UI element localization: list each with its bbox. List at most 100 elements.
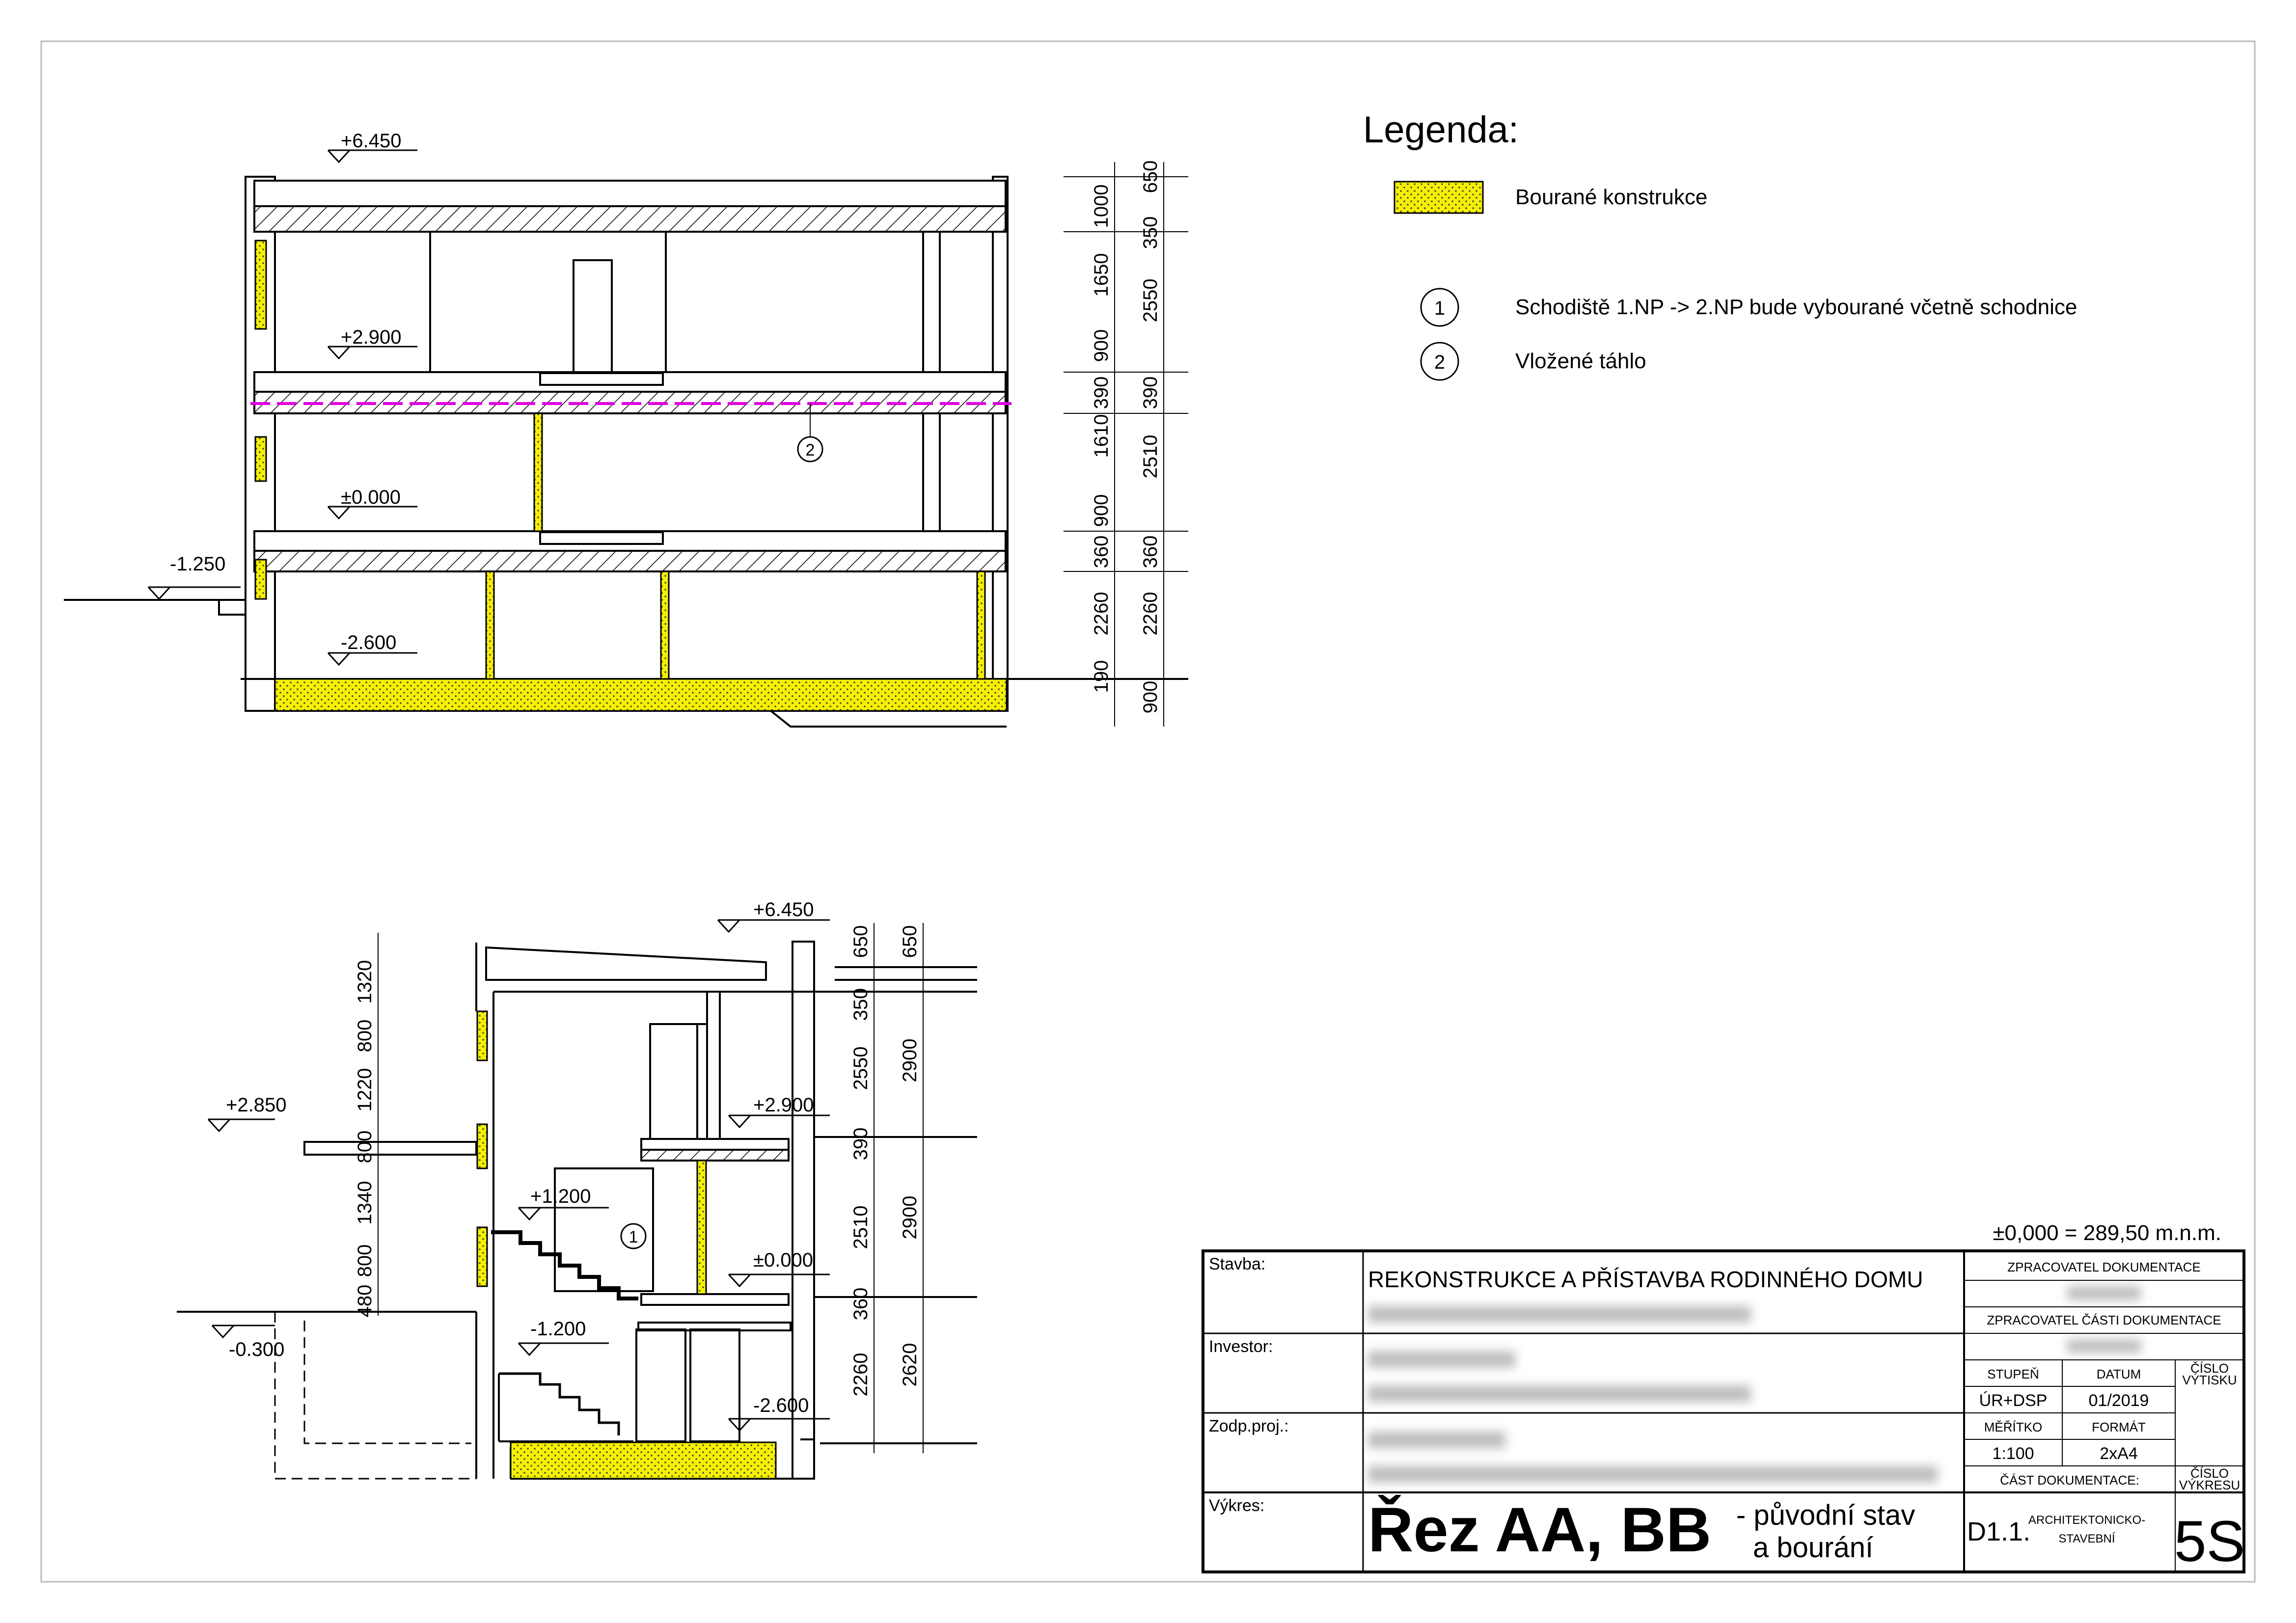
tb-zodp-label: Zodp.proj.: bbox=[1209, 1417, 1289, 1435]
bb-level-2600: -2.600 bbox=[753, 1395, 809, 1416]
bb-dims-left: 1320 800 1220 800 1340 800 480 bbox=[354, 960, 376, 1318]
tb-vykres-label: Výkres: bbox=[1209, 1496, 1264, 1515]
tb-zpracovatel-casti-redacted bbox=[2067, 1339, 2141, 1353]
legend-note-1-circle bbox=[1420, 288, 1459, 327]
aa-dim: 350 bbox=[1140, 216, 1161, 249]
bb-dims-mid: 650 350 2550 390 2510 360 2260 bbox=[850, 925, 872, 1397]
aa-dim: 1610 bbox=[1091, 414, 1112, 458]
legend-demolished-swatch bbox=[1394, 181, 1484, 214]
tb-cast-dok-label: ČÁST DOKUMENTACE: bbox=[2000, 1473, 2139, 1488]
tb-zpracovatel-casti: ZPRACOVATEL ČÁSTI DOKUMENTACE bbox=[1987, 1313, 2221, 1327]
section-bb-dashed bbox=[274, 1312, 476, 1480]
tb-investor-label: Investor: bbox=[1209, 1337, 1273, 1356]
legend-demolished-label: Bourané konstrukce bbox=[1515, 185, 1707, 209]
aa-dim: 1000 bbox=[1091, 185, 1112, 228]
tb-stavba-address-redacted bbox=[1368, 1306, 1751, 1323]
aa-dim: 390 bbox=[1091, 377, 1112, 409]
aa-level-2900: +2.900 bbox=[341, 326, 401, 348]
section-bb-demolished bbox=[476, 1010, 777, 1480]
bb-dim: 1320 bbox=[354, 960, 376, 1004]
aa-level-top: +6.450 bbox=[341, 130, 401, 152]
legend-note-2-text: Vložené táhlo bbox=[1515, 349, 1646, 373]
bb-dim: 1340 bbox=[354, 1181, 376, 1225]
bb-dim: 2510 bbox=[850, 1206, 872, 1249]
section-bb-level-marks bbox=[207, 919, 830, 1432]
bb-level-0300: -0.300 bbox=[229, 1339, 284, 1360]
sheet-border bbox=[40, 40, 2256, 1583]
tb-meritko-label: MĚŘÍTKO bbox=[1984, 1420, 2042, 1434]
bb-dim: 350 bbox=[850, 988, 872, 1021]
marker-1-circle bbox=[620, 1223, 647, 1249]
bb-dim: 650 bbox=[899, 925, 921, 958]
tb-meritko-value: 1:100 bbox=[1992, 1444, 2034, 1463]
tb-format-label: FORMÁT bbox=[2092, 1420, 2146, 1434]
section-aa-demolished bbox=[254, 240, 1008, 712]
aa-dim: 2260 bbox=[1091, 592, 1112, 636]
bb-dim: 390 bbox=[850, 1128, 872, 1161]
bb-level-m1200: -1.200 bbox=[530, 1318, 586, 1340]
bb-dim: 650 bbox=[850, 925, 872, 958]
bb-dim: 1220 bbox=[354, 1068, 376, 1112]
tb-part-name-1: ARCHITEKTONICKO- bbox=[2028, 1514, 2145, 1527]
aa-dims-inner: 1000 1650 900 390 1610 900 360 2260 190 bbox=[1091, 185, 1112, 693]
aa-dim: 190 bbox=[1091, 660, 1112, 693]
title-block-frame bbox=[1202, 1249, 2245, 1573]
section-aa bbox=[64, 176, 1188, 728]
tb-part-code: D1.1. bbox=[1967, 1517, 2030, 1546]
bb-dim: 800 bbox=[354, 1131, 376, 1163]
bb-level-top: +6.450 bbox=[753, 899, 814, 920]
datum-note: ±0,000 = 289,50 m.n.m. bbox=[1993, 1221, 2221, 1245]
tb-investor-redacted-1 bbox=[1368, 1351, 1515, 1368]
tb-cislo-vytisku-2: VÝTISKU bbox=[2182, 1373, 2237, 1387]
aa-dim: 360 bbox=[1140, 536, 1161, 568]
aa-dim: 900 bbox=[1091, 494, 1112, 527]
tb-stavba-label: Stavba: bbox=[1209, 1255, 1265, 1273]
legend-note-2-circle bbox=[1420, 342, 1459, 381]
aa-dim: 2550 bbox=[1140, 279, 1161, 323]
aa-dim: 1650 bbox=[1091, 253, 1112, 297]
bb-dim: 2900 bbox=[899, 1039, 921, 1082]
bb-dim: 2900 bbox=[899, 1196, 921, 1240]
bb-dim: 360 bbox=[850, 1288, 872, 1321]
bb-level-1200: +1.200 bbox=[530, 1186, 591, 1207]
tb-format-value: 2xA4 bbox=[2100, 1444, 2138, 1463]
aa-level-0: ±0.000 bbox=[341, 487, 401, 508]
aa-dim: 2510 bbox=[1140, 435, 1161, 479]
tb-datum-label: DATUM bbox=[2097, 1367, 2141, 1381]
tb-cislo-vytisku-1: ČÍSLO bbox=[2190, 1361, 2229, 1376]
tb-part-name-2: STAVEBNÍ bbox=[2058, 1532, 2115, 1545]
marker-2-label: 2 bbox=[806, 441, 815, 460]
tb-zpracovatel-dok-redacted bbox=[2067, 1286, 2141, 1300]
bb-dimension-lines bbox=[378, 923, 924, 1453]
section-aa-level-marks bbox=[147, 149, 417, 666]
tb-sheet-no: 5S bbox=[2174, 1509, 2245, 1574]
bb-dim: 800 bbox=[354, 1020, 376, 1053]
legend-note-1-num: 1 bbox=[1434, 298, 1445, 319]
aa-dim: 650 bbox=[1140, 161, 1161, 193]
aa-level-2600: -2.600 bbox=[341, 632, 396, 653]
bb-dim: 800 bbox=[354, 1244, 376, 1277]
tb-drawing-sub-1: - původní stav bbox=[1736, 1499, 1915, 1531]
tb-drawing-sub-2: a bourání bbox=[1753, 1532, 1873, 1564]
bb-level-2900: +2.900 bbox=[753, 1094, 814, 1116]
legend-title: Legenda: bbox=[1363, 109, 1519, 151]
aa-dim: 900 bbox=[1091, 329, 1112, 362]
tb-stupen-value: ÚR+DSP bbox=[1979, 1391, 2048, 1410]
tb-investor-redacted-2 bbox=[1368, 1385, 1751, 1402]
aa-dimension-lines bbox=[1064, 162, 1188, 727]
bb-level-2850: +2.850 bbox=[226, 1094, 286, 1116]
legend-note-2-num: 2 bbox=[1434, 352, 1445, 373]
aa-dim: 360 bbox=[1091, 536, 1112, 568]
bb-dims-right: 650 2900 2900 2620 bbox=[899, 925, 921, 1387]
aa-dim: 2260 bbox=[1140, 592, 1161, 636]
tb-zodp-redacted-1 bbox=[1368, 1432, 1505, 1448]
tb-cislo-vykresu-2: VÝKRESU bbox=[2179, 1478, 2240, 1492]
aa-dim: 390 bbox=[1140, 377, 1161, 409]
bb-dim: 2550 bbox=[850, 1047, 872, 1090]
tb-cislo-vykresu-1: ČÍSLO bbox=[2190, 1466, 2229, 1481]
tb-drawing-title: Řez AA, BB bbox=[1368, 1494, 1711, 1565]
aa-level-1250: -1.250 bbox=[170, 553, 225, 575]
legend-note-1-text: Schodiště 1.NP -> 2.NP bude vybourané vč… bbox=[1515, 295, 2077, 319]
tb-stavba-value: REKONSTRUKCE A PŘÍSTAVBA RODINNÉHO DOMU bbox=[1368, 1267, 1923, 1292]
